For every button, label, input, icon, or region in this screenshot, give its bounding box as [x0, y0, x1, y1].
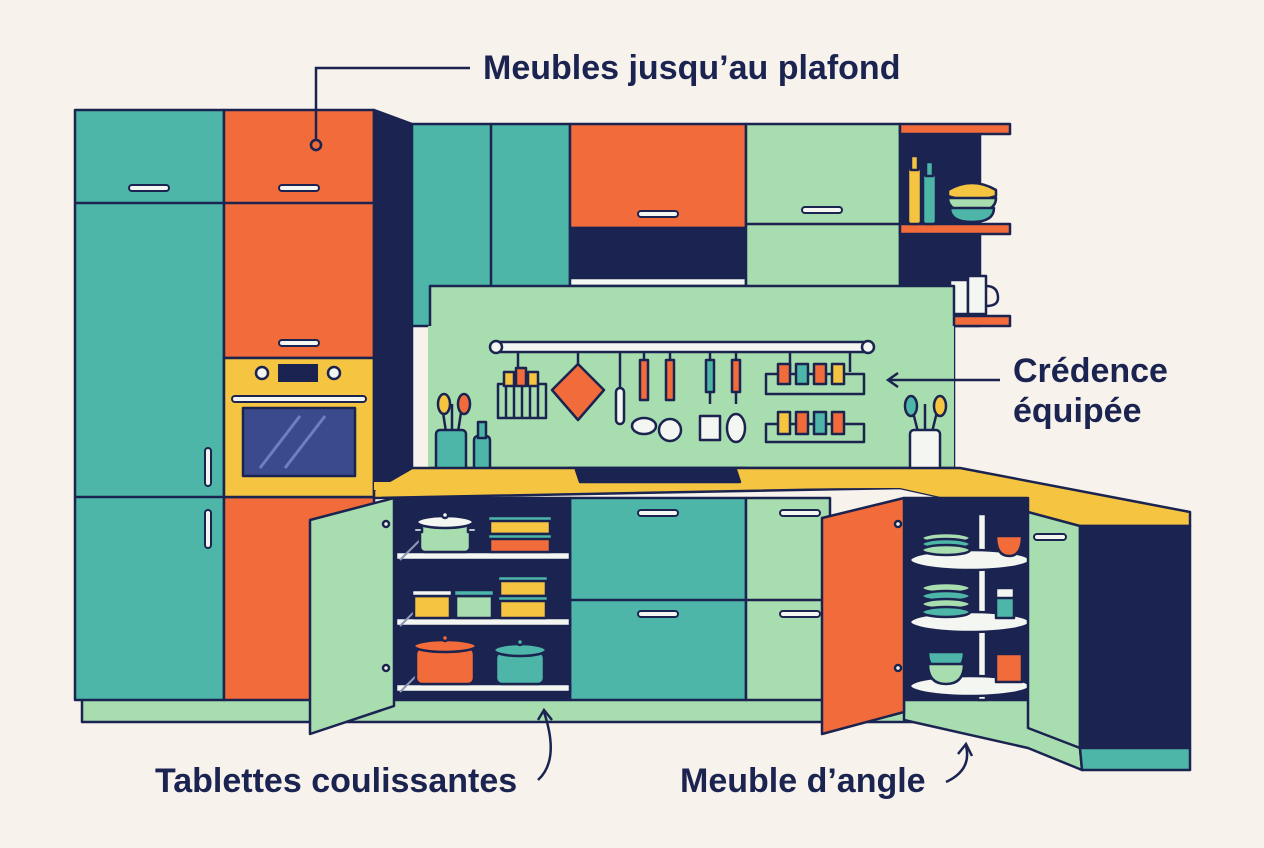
plate-stack-icon [920, 531, 972, 619]
label-ceiling-cabinets: Meubles jusqu’au plafond [483, 49, 901, 87]
utensil-crock [903, 394, 948, 474]
pull-out-shelves-cabinet [308, 496, 572, 736]
pot-icon [412, 510, 478, 554]
label-equipped-backsplash-line1: Crédence [1013, 352, 1168, 390]
mug-icon [948, 274, 1000, 316]
utensil-crock [434, 392, 492, 472]
corner-cabinet [820, 496, 1084, 772]
bowl-icon [926, 534, 1024, 686]
oven-icon [222, 356, 376, 499]
spice-rack-icon [764, 352, 866, 444]
label-equipped-backsplash: Crédence équipée [1013, 351, 1168, 431]
upper-cabinet-orange [568, 122, 748, 230]
bottle-icon [906, 154, 938, 226]
food-container-icon [410, 514, 554, 620]
side-panel [372, 108, 414, 492]
callout-drawers-arrow [536, 707, 553, 781]
base-drawers-teal [568, 496, 748, 702]
callout-ceiling-line [309, 66, 470, 152]
utensil-rail-icon [488, 339, 876, 444]
label-pull-out-shelves: Tablettes coulissantes [155, 762, 518, 800]
pot-icon [412, 633, 548, 686]
tall-cabinet-teal [73, 108, 226, 702]
label-corner-cabinet: Meuble d’angle [680, 762, 926, 800]
base-drawers-mint [744, 496, 832, 702]
label-equipped-backsplash-line2: équipée [1013, 392, 1142, 430]
mug-icon [994, 586, 1016, 620]
range-hood-icon [568, 226, 748, 288]
callout-corner-arrow [945, 741, 974, 784]
end-panel [1078, 524, 1192, 772]
callout-backsplash-arrow [885, 371, 1000, 389]
cooktop-icon [574, 468, 742, 484]
